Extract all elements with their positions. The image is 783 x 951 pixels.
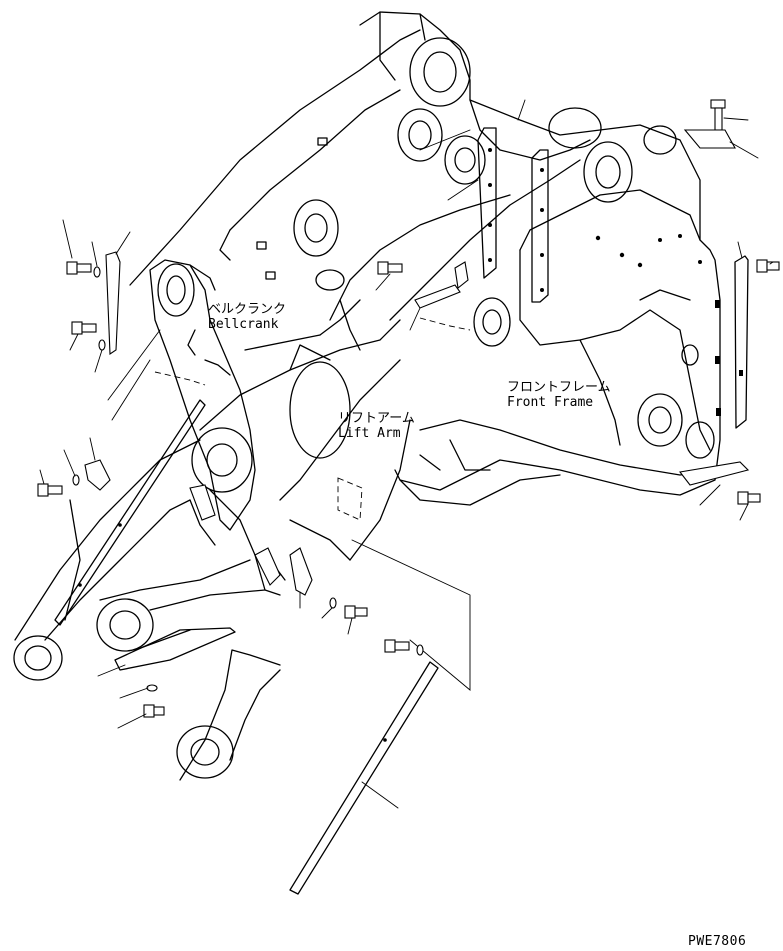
bolt-icon-7: [143, 704, 165, 718]
bolt-icon-5: [384, 639, 410, 653]
lift-arm: [13, 29, 581, 895]
washer-icon-6: [329, 597, 337, 609]
washer-icon-1: [93, 266, 101, 278]
frontframe-label-ja: フロントフレーム: [507, 380, 611, 395]
liftarm-label-en: Lift Arm: [338, 426, 401, 441]
bolt-icon-3: [37, 483, 63, 497]
bolt-icon-4: [377, 261, 403, 275]
leader-lines: [39, 99, 774, 809]
bellcrank: [149, 259, 256, 531]
dashed-guides: [154, 317, 471, 691]
washer-icon-5: [416, 644, 424, 656]
frontframe-label-en: Front Frame: [507, 395, 594, 410]
drawing-id: PWE7806: [688, 934, 747, 949]
bellcrank-label-en: Bellcrank: [208, 317, 279, 332]
liftarm-label-ja: リフトアーム: [338, 411, 415, 426]
hardware: [37, 99, 780, 718]
bolt-icon-10: [737, 491, 761, 505]
washer-icon-7: [146, 684, 158, 692]
bolt-icon-9: [756, 259, 780, 273]
bolt-icon-1: [66, 261, 92, 275]
washer-icon-3: [72, 474, 80, 486]
frontframe-label: フロントフレーム Front Frame: [507, 380, 611, 410]
bellcrank-label: ベルクランク Bellcrank: [208, 302, 286, 332]
bolt-icon-2: [71, 321, 97, 335]
front-frame: [256, 11, 749, 506]
washer-icon-2: [98, 339, 106, 351]
bolt-icon-6: [344, 605, 368, 619]
liftarm-label: リフトアーム Lift Arm: [338, 411, 415, 441]
bellcrank-label-ja: ベルクランク: [208, 302, 287, 317]
bolt-icon-8: [710, 99, 726, 131]
